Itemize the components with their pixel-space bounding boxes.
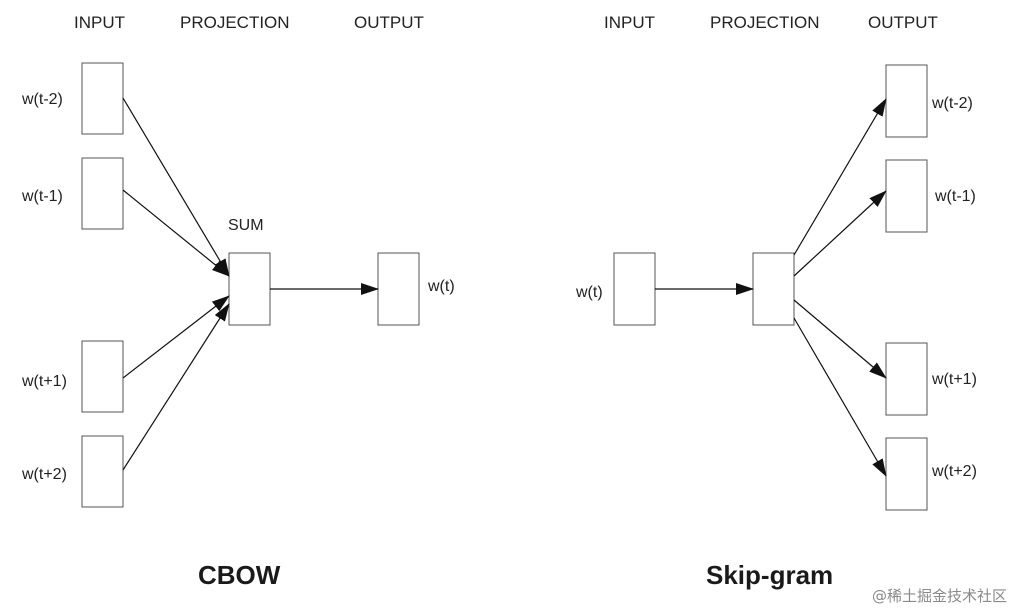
- cbow-sum-label: SUM: [228, 217, 264, 234]
- cbow-arrow-2: [122, 189, 230, 277]
- skipgram-projection-header: PROJECTION: [710, 13, 820, 32]
- skipgram-arrow-1: [793, 98, 887, 256]
- skipgram-panel: INPUT PROJECTION OUTPUT w(t) w(t-2) w(t-…: [575, 13, 977, 590]
- skipgram-projection-box: [752, 252, 795, 326]
- cbow-projection-header: PROJECTION: [180, 13, 290, 32]
- cbow-input-label-4: w(t+2): [21, 466, 67, 483]
- cbow-arrow-3: [122, 295, 230, 379]
- skipgram-input-header: INPUT: [604, 13, 655, 32]
- cbow-title: CBOW: [198, 560, 281, 590]
- skipgram-arrow-3: [793, 299, 887, 379]
- cbow-projection-box: [228, 252, 271, 326]
- skipgram-output-box-2: [885, 159, 928, 233]
- cbow-arrow-1: [122, 97, 230, 277]
- cbow-panel: INPUT PROJECTION OUTPUT w(t-2) w(t-1) w(…: [21, 13, 455, 590]
- cbow-input-header: INPUT: [74, 13, 125, 32]
- cbow-input-box-2: [81, 157, 124, 230]
- cbow-input-box-4: [81, 435, 124, 508]
- skipgram-arrow-2: [793, 190, 887, 277]
- cbow-input-label-3: w(t+1): [21, 373, 67, 390]
- skipgram-output-box-4: [885, 437, 928, 511]
- cbow-arrow-4: [122, 303, 230, 471]
- skipgram-output-label-3: w(t+1): [931, 371, 977, 388]
- skipgram-output-label-2: w(t-1): [934, 188, 976, 205]
- cbow-output-box: [377, 252, 420, 326]
- skipgram-output-header: OUTPUT: [868, 13, 938, 32]
- skipgram-arrow-4: [793, 317, 887, 477]
- skipgram-output-label-1: w(t-2): [931, 95, 973, 112]
- cbow-input-label-1: w(t-2): [21, 91, 63, 108]
- cbow-input-box-3: [81, 340, 124, 413]
- cbow-input-box-1: [81, 62, 124, 135]
- skipgram-output-box-3: [885, 342, 928, 416]
- skipgram-output-label-4: w(t+2): [931, 463, 977, 480]
- watermark: @稀土掘金技术社区: [872, 587, 1007, 605]
- skipgram-output-box-1: [885, 64, 928, 138]
- cbow-output-header: OUTPUT: [354, 13, 424, 32]
- skipgram-input-label: w(t): [575, 284, 603, 301]
- skipgram-title: Skip-gram: [706, 560, 833, 590]
- cbow-input-label-2: w(t-1): [21, 188, 63, 205]
- cbow-output-label: w(t): [427, 278, 455, 295]
- skipgram-input-box: [613, 252, 656, 326]
